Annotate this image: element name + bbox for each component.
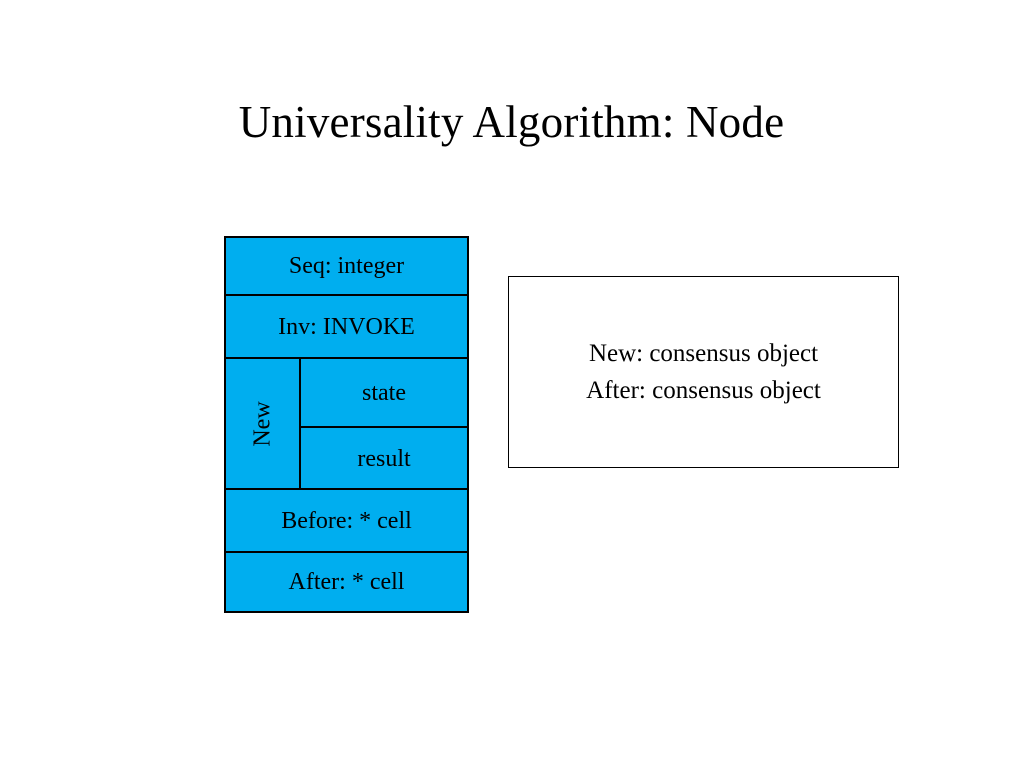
table-row-seq: Seq: integer xyxy=(226,238,467,296)
table-row-new-label-cell: New xyxy=(226,359,301,488)
page-title: Universality Algorithm: Node xyxy=(238,97,785,147)
table-subrow-state-label: state xyxy=(362,379,406,406)
table-row-before: Before: * cell xyxy=(226,490,467,553)
table-subrow-state: state xyxy=(301,359,467,428)
note-line-after: After: consensus object xyxy=(586,377,821,404)
table-subrow-result: result xyxy=(301,428,467,490)
table-row-after-label: After: * cell xyxy=(288,569,405,595)
table-row-seq-label: Seq: integer xyxy=(288,253,405,279)
table-row-new-subcells: state result xyxy=(301,359,467,488)
table-row-after: After: * cell xyxy=(226,553,467,611)
note-line-new: New: consensus object xyxy=(588,340,819,367)
table-row-before-label: Before: * cell xyxy=(281,507,412,534)
table-row-inv: Inv: INVOKE xyxy=(226,296,467,359)
table-row-new-label: New xyxy=(249,400,276,447)
node-record-table: Seq: integer Inv: INVOKE New state resul… xyxy=(224,236,469,613)
note-box: New: consensus object After: consensus o… xyxy=(508,276,899,468)
table-subrow-result-label: result xyxy=(357,446,411,472)
table-row-inv-label: Inv: INVOKE xyxy=(278,313,415,340)
table-row-new: New state result xyxy=(226,359,467,490)
